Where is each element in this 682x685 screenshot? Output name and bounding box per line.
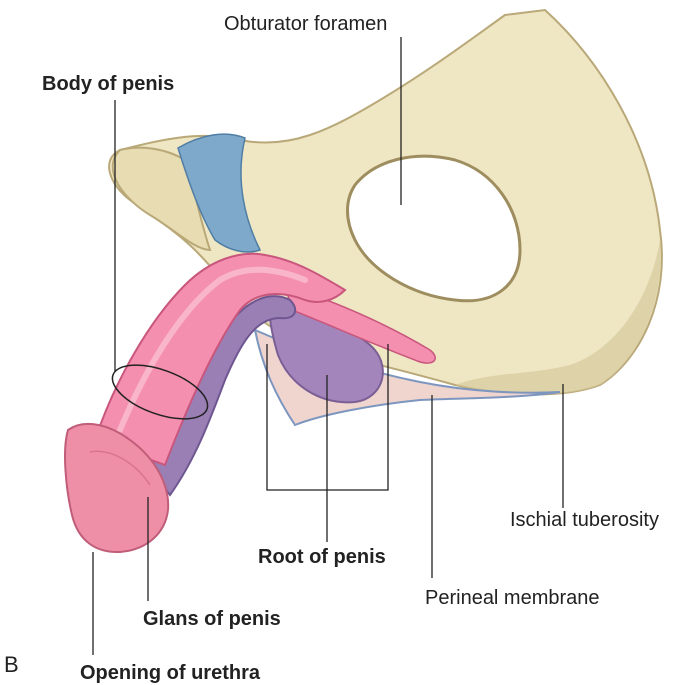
label-root-of-penis: Root of penis bbox=[258, 546, 386, 568]
glans-corona bbox=[89, 450, 151, 486]
panel-letter: B bbox=[4, 652, 19, 677]
ischiocavernosus-pink bbox=[283, 283, 436, 364]
label-ischial-tuberosity: Ischial tuberosity bbox=[510, 509, 659, 531]
penis-body-shaft bbox=[93, 252, 347, 467]
label-body-of-penis: Body of penis bbox=[42, 73, 175, 95]
leader-lines bbox=[92, 37, 564, 655]
label-opening-of-urethra: Opening of urethra bbox=[80, 662, 260, 684]
label-obturator-foramen: Obturator foramen bbox=[224, 13, 388, 35]
body-of-penis-ring bbox=[111, 364, 209, 420]
obturator-foramen bbox=[346, 154, 522, 303]
bone-shading bbox=[455, 240, 661, 395]
label-perineal-membrane: Perineal membrane bbox=[425, 587, 600, 609]
label-glans-of-penis: Glans of penis bbox=[143, 608, 281, 630]
glans-of-penis bbox=[64, 422, 170, 554]
pubic-ligament bbox=[177, 133, 262, 253]
penis-body-highlight bbox=[117, 266, 308, 433]
